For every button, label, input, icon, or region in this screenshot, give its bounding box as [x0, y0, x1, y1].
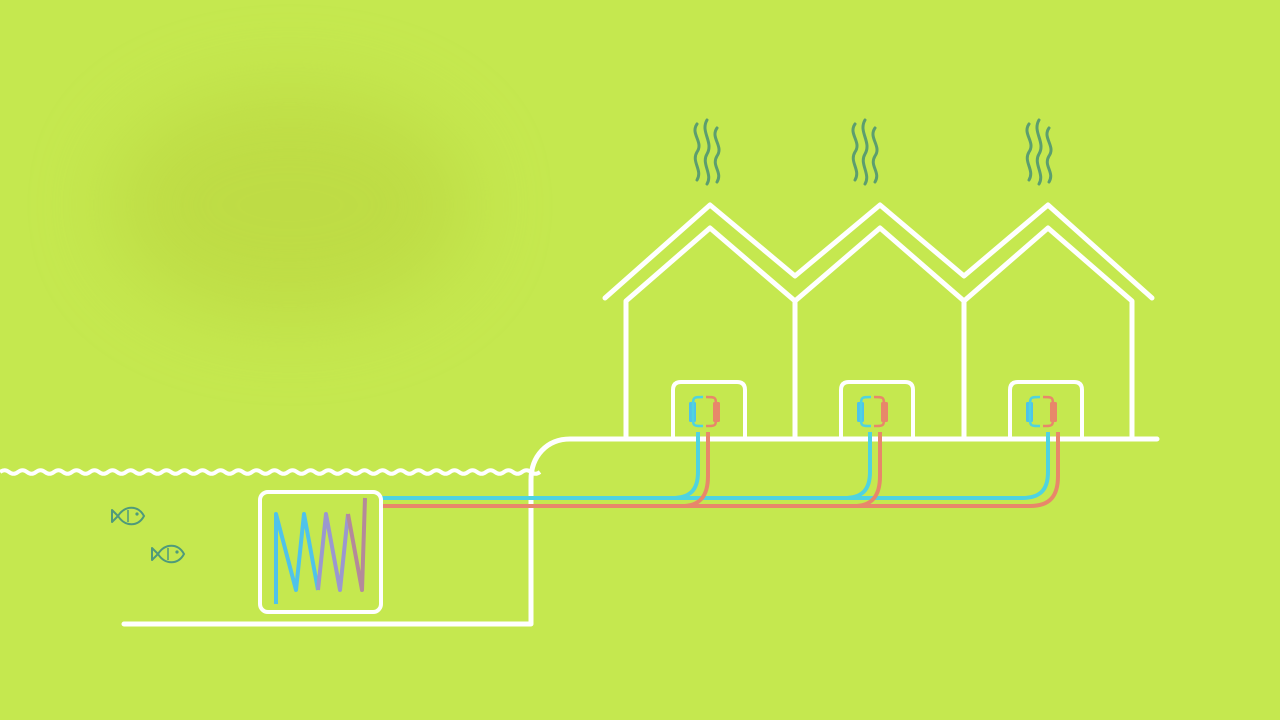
fish-icon [151, 544, 186, 564]
coil-heat-exchanger [258, 490, 383, 614]
background-haze [110, 90, 470, 320]
heat-pump-icon [1008, 380, 1084, 438]
house-1 [671, 118, 747, 438]
steam-icon [693, 118, 721, 186]
ground-line [121, 436, 1160, 627]
cold-pipe-network [380, 432, 1050, 500]
fish-icon [111, 506, 146, 526]
heat-pump-icon [839, 380, 915, 438]
house-3 [1008, 118, 1084, 438]
houses-row [602, 202, 1155, 440]
steam-icon [851, 118, 879, 186]
water-surface [0, 468, 542, 476]
steam-icon [1025, 118, 1053, 186]
heat-pump-icon [671, 380, 747, 438]
warm-pipe-network [380, 432, 1060, 508]
house-2 [839, 118, 915, 438]
